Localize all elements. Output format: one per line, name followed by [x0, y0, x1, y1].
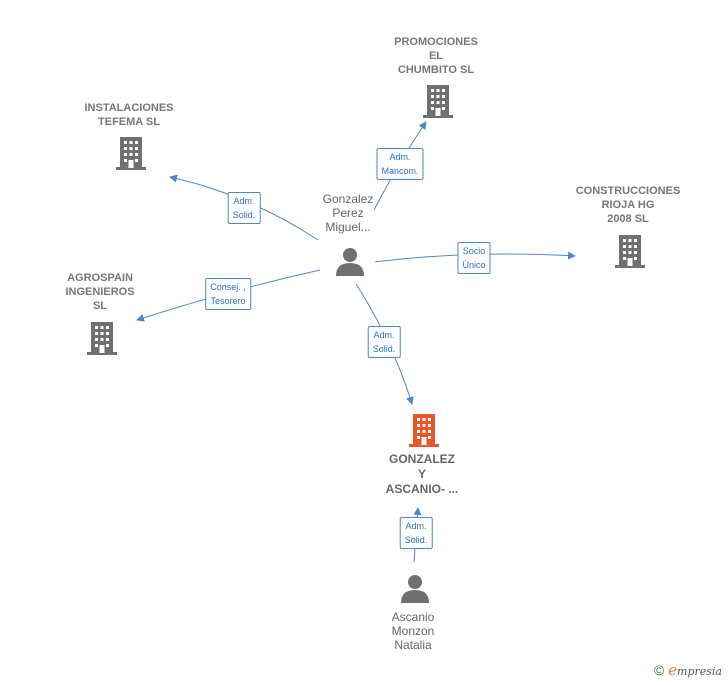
edge-label-gonzalez-company[interactable]: Adm. Solid.	[367, 326, 401, 358]
node-label: Gonzalez Perez Miguel...	[322, 192, 374, 234]
building-icon	[423, 85, 453, 118]
edge-label-instalaciones[interactable]: Adm. Solid.	[227, 192, 261, 224]
edge-label-agrospain[interactable]: Consej. , Tesorero	[205, 278, 251, 310]
node-label: GONZALEZ Y ASCANIO- ...	[385, 452, 459, 496]
node-label: CONSTRUCCIONES RIOJA HG 2008 SL	[575, 185, 681, 225]
empresia-logo[interactable]: ©empresia	[654, 661, 722, 679]
node-label: Ascanio Monzon Natalia	[391, 610, 435, 652]
node-label: PROMOCIONES EL CHUMBITO SL	[394, 36, 478, 76]
building-icon	[116, 137, 146, 170]
person-icon	[336, 248, 364, 276]
node-label: AGROSPAIN INGENIEROS SL	[65, 272, 135, 312]
copyright-icon: ©	[653, 662, 665, 678]
person-icon	[401, 575, 429, 603]
building-icon	[87, 322, 117, 355]
edge-label-promociones[interactable]: Adm. Mancom.	[376, 148, 424, 180]
edge-label-construcciones[interactable]: Socio Único	[457, 242, 491, 274]
node-label: INSTALACIONES TEFEMA SL	[84, 102, 174, 128]
building-icon	[409, 414, 439, 447]
building-icon	[615, 235, 645, 268]
brand-name: mpresia	[677, 665, 722, 678]
edge-label-ascanio[interactable]: Adm. Solid.	[399, 517, 433, 549]
brand-initial: e	[668, 661, 678, 679]
